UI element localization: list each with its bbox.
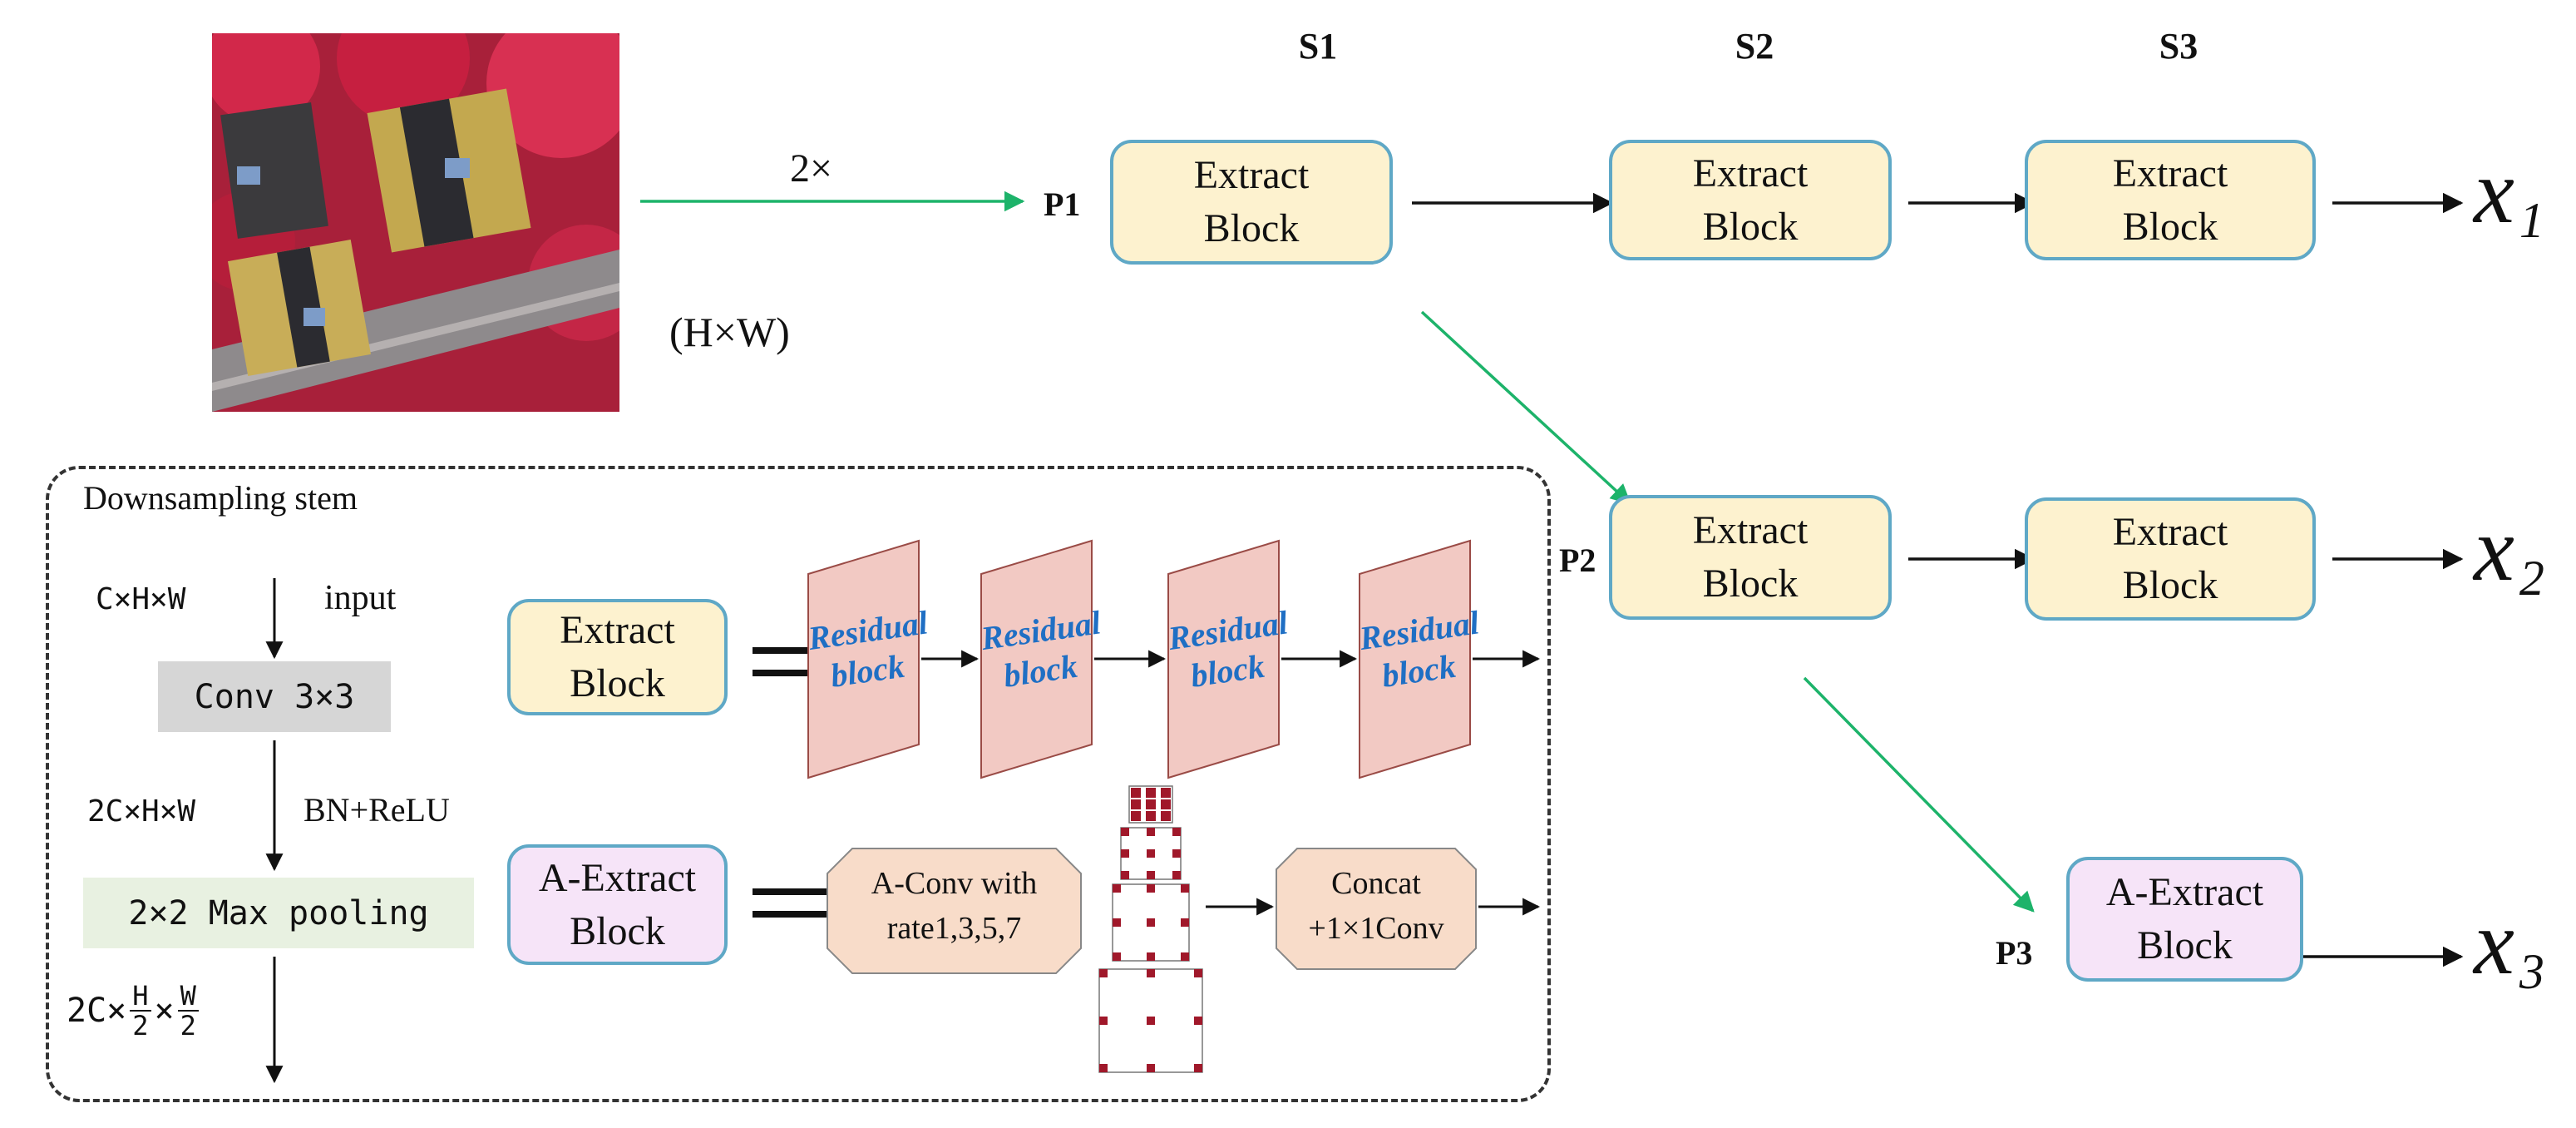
stem-input-label: input <box>324 579 397 617</box>
path-label-p1: P1 <box>1044 186 1081 223</box>
extract-block-line1: Extract <box>1193 153 1310 197</box>
a-extract-block-line2: Block <box>570 908 665 953</box>
fraction-h: H 2 <box>130 982 151 1040</box>
residual-block-shape-4 <box>1359 539 1471 779</box>
maxpool-layer: 2×2 Max pooling <box>83 878 474 948</box>
input-size-label: (H×W) <box>669 309 790 355</box>
scale-factor-label: 2× <box>790 146 833 190</box>
output-x2-sub: 2 <box>2519 551 2544 606</box>
fraction-h-num: H <box>130 982 151 1012</box>
aerial-image-graphic <box>212 33 619 412</box>
extract-block-line1: Extract <box>2112 510 2228 554</box>
extract-block-line1: Extract <box>2112 151 2228 195</box>
dilation-kernel-rate3 <box>1120 827 1182 880</box>
equals-sign-extract <box>753 647 836 676</box>
stem-dim-mid: 2C×H×W <box>87 794 196 829</box>
path-label-p3: P3 <box>1996 934 2033 972</box>
output-x3-sub: 3 <box>2519 944 2544 999</box>
fraction-w: W 2 <box>177 982 199 1041</box>
extract-block-line2: Block <box>2122 204 2218 249</box>
aconv-label: A-Conv with rate1,3,5,7 <box>827 861 1081 951</box>
downsampling-stem-panel <box>46 466 1551 1102</box>
residual-block-shape-2 <box>980 539 1093 779</box>
output-x1-sub: 1 <box>2519 193 2544 248</box>
concat-label-line1: Concat <box>1331 866 1421 901</box>
dilation-kernel-rate5 <box>1112 883 1190 962</box>
input-image <box>212 33 619 412</box>
concat-label-line2: +1×1Conv <box>1308 911 1444 946</box>
stage-label-s3: S3 <box>2159 26 2198 67</box>
stem-dim-output-prefix: 2C× <box>67 992 127 1030</box>
extract-block-line2: Block <box>1702 204 1799 249</box>
stem-dim-output: 2C× H 2 × W 2 <box>67 982 202 1040</box>
concat-octagon <box>1276 848 1477 970</box>
aconv-label-line2: rate1,3,5,7 <box>886 911 1022 946</box>
extract-block-line2: Block <box>1702 562 1799 606</box>
extract-block-line1: Extract <box>1692 508 1809 552</box>
output-x3-base: x <box>2474 892 2514 993</box>
extract-block-line2: Block <box>570 661 665 705</box>
residual-block-shape-1 <box>807 539 920 779</box>
a-extract-block-line2: Block <box>2137 923 2233 967</box>
aconv-octagon <box>827 848 1082 974</box>
stage-label-s2: S2 <box>1735 26 1774 67</box>
fraction-w-num: W <box>177 982 199 1012</box>
arrow-p2-to-p3 <box>1803 676 2035 913</box>
residual-block-shape-3 <box>1167 539 1280 779</box>
extract-block-line2: Block <box>2122 563 2218 607</box>
output-x2-base: x <box>2474 498 2514 600</box>
a-extract-block-line1: A-Extract <box>2105 870 2264 914</box>
a-extract-block-line1: A-Extract <box>538 855 697 900</box>
path-label-p2: P2 <box>1559 542 1596 579</box>
stem-title: Downsampling stem <box>83 479 358 517</box>
extract-block-line2: Block <box>1203 206 1300 250</box>
conv3x3-layer: Conv 3×3 <box>158 661 391 732</box>
extract-block-line1: Extract <box>1692 151 1809 195</box>
output-x1-base: x <box>2474 141 2514 242</box>
extract-block-line1: Extract <box>560 608 675 652</box>
concat-label: Concat +1×1Conv <box>1276 861 1476 951</box>
bn-relu-label: BN+ReLU <box>303 791 450 829</box>
fraction-h-den: 2 <box>132 1010 149 1041</box>
aconv-label-line1: A-Conv with <box>871 866 1038 901</box>
equals-sign-a-extract <box>753 888 836 918</box>
dilation-kernel-rate1 <box>1128 785 1173 824</box>
stage-label-s1: S1 <box>1298 26 1338 67</box>
stem-dim-input: C×H×W <box>96 582 186 616</box>
arrow-s1-to-p2 <box>1420 310 1631 505</box>
fraction-w-den: 2 <box>180 1010 196 1041</box>
dilation-kernel-rate7 <box>1098 968 1203 1073</box>
stem-dim-output-times: × <box>154 992 175 1030</box>
